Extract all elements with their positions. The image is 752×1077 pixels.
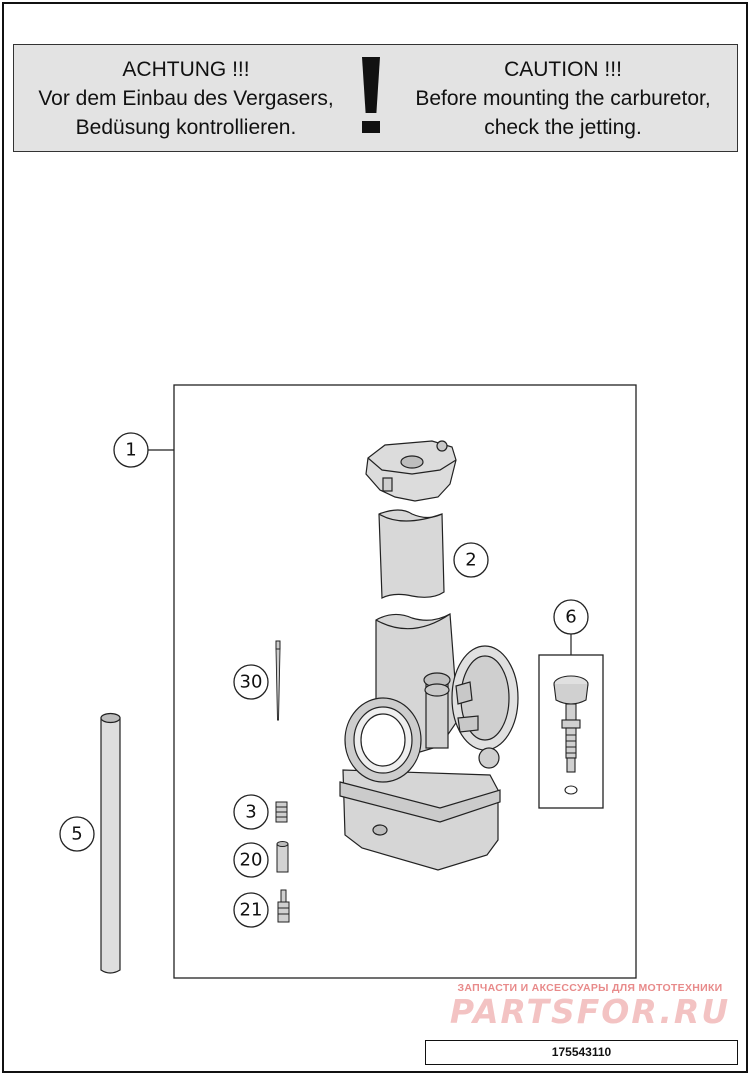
callout-20: 20	[233, 842, 269, 878]
warning-english: CAUTION !!! Before mounting the carburet…	[393, 55, 733, 142]
callout-5: 5	[59, 816, 95, 852]
svg-text:5: 5	[71, 824, 82, 845]
needle-jet-part	[276, 841, 289, 873]
leader-lines	[148, 449, 572, 655]
pilot-jet-part	[277, 889, 290, 923]
throttle-slide-part	[378, 509, 445, 599]
carburetor-body-part	[339, 613, 519, 871]
document-number: 175543110	[425, 1040, 738, 1065]
warning-english-line1: Before mounting the carburetor,	[415, 87, 711, 110]
callout-6: 6	[553, 599, 589, 635]
assembly-frame	[173, 384, 637, 979]
warning-box: ACHTUNG !!! Vor dem Einbau des Vergasers…	[13, 44, 738, 152]
main-jet-part	[275, 801, 288, 823]
exclamation-icon	[360, 57, 382, 137]
svg-text:3: 3	[245, 802, 256, 823]
watermark-tagline: ЗАПЧАСТИ И АКСЕССУАРЫ ДЛЯ МОТОТЕХНИКИ	[457, 982, 723, 994]
svg-text:30: 30	[240, 672, 263, 693]
callout-30: 30	[233, 664, 269, 700]
warning-english-line2: check the jetting.	[484, 116, 642, 139]
idle-screw-assembly-part	[553, 675, 589, 795]
warning-german-title: ACHTUNG !!!	[122, 58, 250, 81]
svg-text:1: 1	[125, 440, 136, 461]
carburetor-cover-part	[365, 440, 457, 502]
svg-text:21: 21	[240, 900, 263, 921]
callout-1: 1	[113, 432, 149, 468]
svg-text:20: 20	[240, 850, 263, 871]
callout-21: 21	[233, 892, 269, 928]
callout-3: 3	[233, 794, 269, 830]
vent-hose-part	[100, 712, 121, 974]
callout-2: 2	[453, 542, 489, 578]
svg-text:6: 6	[565, 607, 576, 628]
svg-text:2: 2	[465, 550, 476, 571]
watermark: ЗАПЧАСТИ И АКСЕССУАРЫ ДЛЯ МОТОТЕХНИКИ PA…	[440, 982, 740, 1030]
watermark-logo: PARTSFOR.RU	[449, 992, 731, 1031]
jet-needle-part	[275, 640, 281, 721]
warning-german-line2: Bedüsung kontrollieren.	[75, 116, 297, 139]
warning-english-title: CAUTION !!!	[504, 58, 622, 81]
warning-german: ACHTUNG !!! Vor dem Einbau des Vergasers…	[16, 55, 356, 142]
warning-german-line1: Vor dem Einbau des Vergasers,	[38, 87, 334, 110]
